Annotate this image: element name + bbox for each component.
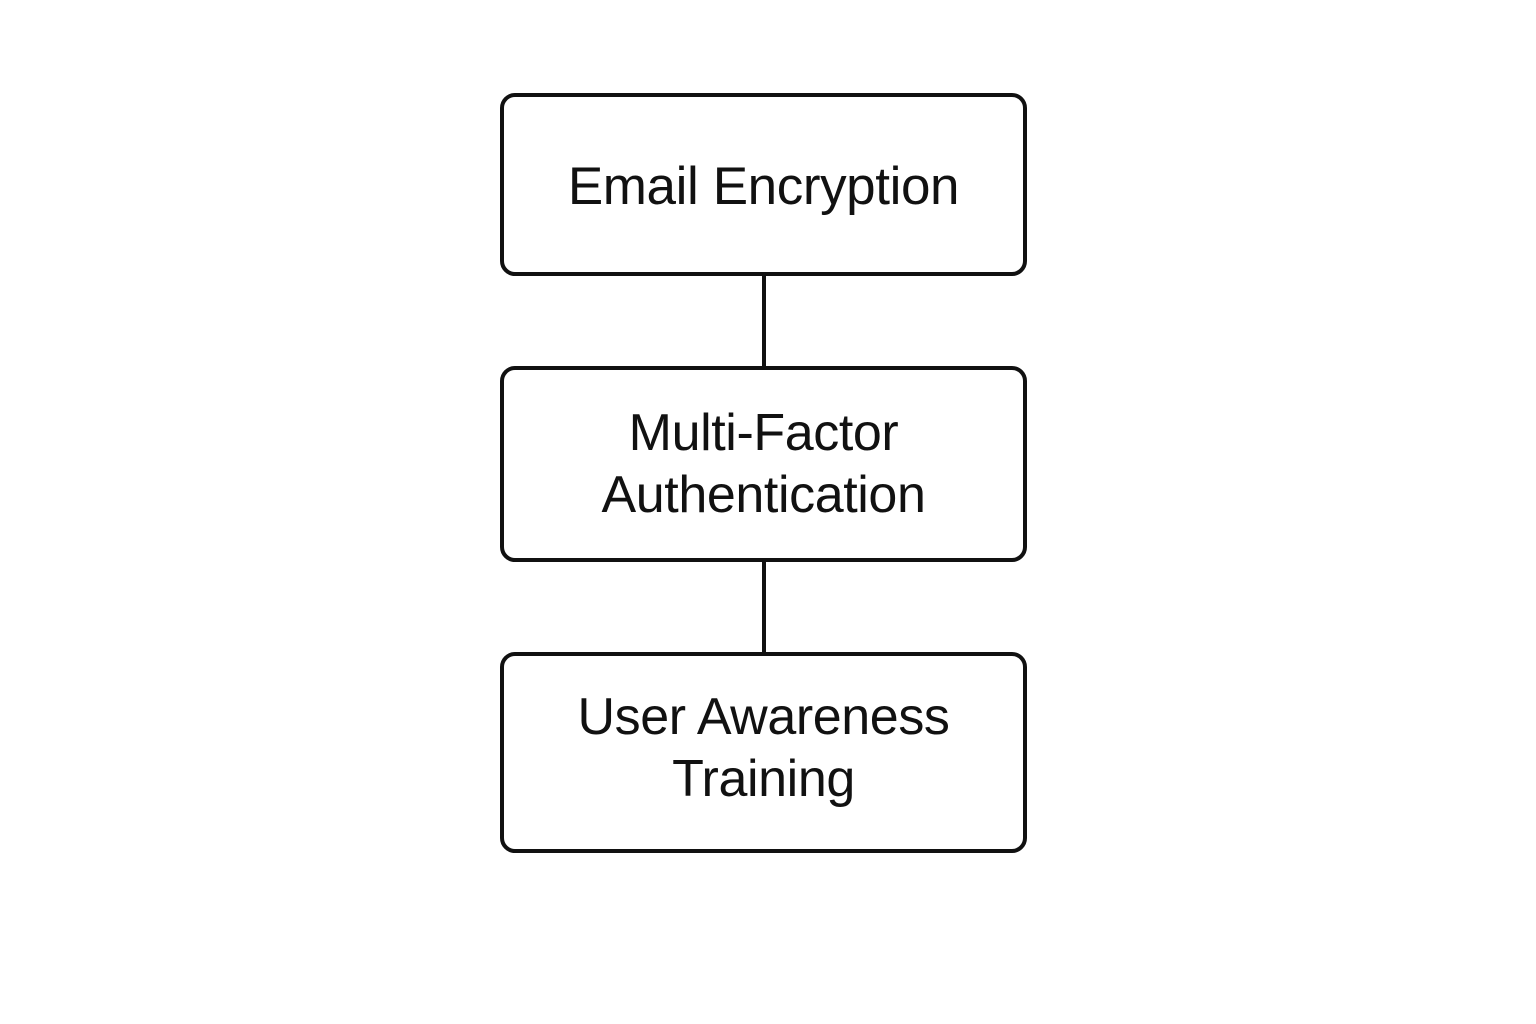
email-encryption-box: Email Encryption: [500, 93, 1027, 276]
multi-factor-authentication-label: Multi-Factor Authentication: [601, 404, 926, 524]
connector-line-bottom: [762, 562, 766, 652]
connector-line-top: [762, 276, 766, 366]
user-awareness-training-box: User Awareness Training: [500, 652, 1027, 853]
user-awareness-training-label: User Awareness Training: [577, 687, 950, 808]
email-encryption-label: Email Encryption: [567, 157, 960, 216]
multi-factor-authentication-box: Multi-Factor Authentication: [500, 366, 1027, 562]
